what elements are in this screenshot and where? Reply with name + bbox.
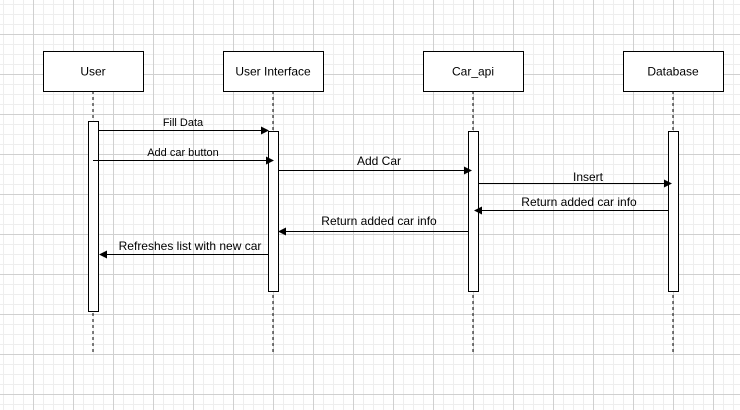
message-label: Insert	[573, 170, 604, 184]
message-return-api-to-ui[interactable]: Return added car info	[278, 214, 468, 236]
activation-car-api[interactable]	[468, 131, 479, 292]
message-label: Return added car info	[321, 214, 437, 228]
message-label: Fill Data	[163, 117, 204, 129]
message-return-db-to-api[interactable]: Return added car info	[474, 195, 668, 215]
message-label: Add Car	[357, 154, 401, 168]
activation-user-interface[interactable]	[268, 131, 279, 292]
activation-user[interactable]	[88, 121, 99, 312]
message-add-car[interactable]: Add Car	[279, 154, 472, 175]
participant-database[interactable]: Database	[623, 51, 724, 92]
activation-database[interactable]	[668, 131, 679, 292]
message-insert[interactable]: Insert	[479, 170, 672, 188]
participant-user-interface[interactable]: User Interface	[223, 51, 324, 92]
message-refresh-list[interactable]: Refreshes list with new car	[99, 239, 268, 259]
participant-label: User	[80, 65, 105, 79]
message-label: Return added car info	[521, 195, 637, 209]
message-label: Add car button	[147, 147, 219, 159]
participant-label: Database	[647, 65, 699, 79]
message-fill-data[interactable]: Fill Data	[99, 117, 269, 135]
message-add-car-button[interactable]: Add car button	[93, 147, 274, 165]
participant-user[interactable]: User	[43, 51, 144, 92]
participant-label: Car_api	[452, 65, 494, 79]
participant-label: User Interface	[235, 65, 311, 79]
message-label: Refreshes list with new car	[119, 239, 262, 253]
participant-car-api[interactable]: Car_api	[423, 51, 524, 92]
